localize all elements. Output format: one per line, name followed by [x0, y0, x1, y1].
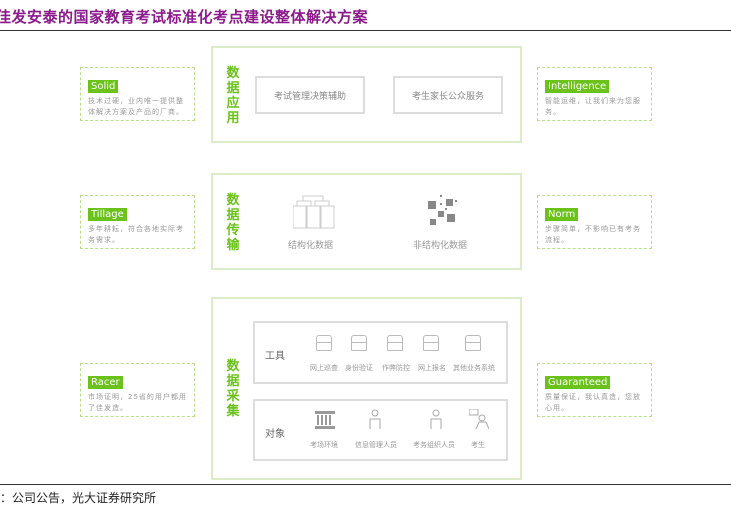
examinee-icon: [469, 409, 489, 430]
online-patrol-icon: [316, 335, 332, 351]
card-racer: Racer 市场证明，25省的用户都用了佳发造。: [80, 363, 195, 417]
divider: [0, 30, 731, 31]
layer-label: 数 据 采 集: [225, 359, 241, 419]
layer-application: 数 据 应 用 考试管理决策辅助 考生家长公众服务: [211, 46, 522, 143]
object-label: 考生: [471, 441, 485, 449]
tool-label: 作弊防控: [382, 364, 410, 372]
label-char: 数: [226, 66, 240, 81]
label-char: 据: [226, 81, 240, 96]
card-intelligence: Intelligence 智能运维，让我们来为您服务。: [537, 67, 652, 121]
decision-support-box: 考试管理决策辅助: [255, 76, 365, 114]
source-note: ：公司公告，光大证券研究所: [0, 491, 157, 505]
public-service-box: 考生家长公众服务: [393, 76, 503, 114]
tools-label: 工具: [265, 351, 285, 362]
card-desc: 市场证明，25省的用户都用了佳发造。: [88, 393, 187, 412]
label-char: 传: [226, 223, 240, 238]
layer-collection: 数 据 采 集 工具 网上巡查 身份验证 作弊防控 网上报名 其他业务系统 对象…: [211, 297, 522, 480]
card-desc: 步骤简单，不影响已有考务流程。: [545, 225, 641, 244]
tools-panel: 工具 网上巡查 身份验证 作弊防控 网上报名 其他业务系统: [253, 321, 508, 384]
card-tag: Solid: [88, 80, 119, 93]
label-char: 据: [226, 374, 240, 389]
card-tag: Norm: [545, 208, 579, 221]
tool-label: 网上报名: [418, 364, 446, 372]
card-desc: 多年耕耘，符合各地实际考务需求。: [88, 225, 184, 244]
objects-panel: 对象 考场环境 信息管理人员 考务组织人员 考生: [253, 399, 508, 461]
label-char: 据: [226, 208, 240, 223]
tool-label: 身份验证: [345, 364, 373, 372]
layer-transmission: 数 据 传 输 结构化数据 非结构化数据: [211, 173, 522, 270]
layer-label: 数 据 应 用: [225, 66, 241, 126]
structured-data-label: 结构化数据: [288, 241, 334, 251]
card-tag: Racer: [88, 376, 123, 389]
card-tag: Guaranteed: [545, 376, 611, 389]
card-desc: 技术过硬，业内唯一提供整体解决方案及产品的厂商。: [88, 97, 184, 116]
label-char: 数: [226, 359, 240, 374]
divider: [0, 484, 731, 485]
card-tag: Tillage: [88, 208, 127, 221]
card-norm: Norm 步骤简单，不影响已有考务流程。: [537, 195, 652, 249]
card-desc: 质量保证，我认真造，您放心用。: [545, 393, 641, 412]
label-char: 用: [226, 111, 240, 126]
label-char: 采: [226, 389, 240, 404]
objects-label: 对象: [265, 429, 285, 440]
staff-person-icon: [369, 409, 381, 429]
unstructured-data-icon: [428, 195, 457, 225]
tool-label: 网上巡查: [310, 364, 338, 372]
organizer-person-icon: [430, 409, 442, 429]
exam-room-icon: [315, 411, 335, 429]
layer-label: 数 据 传 输: [225, 193, 241, 253]
object-label: 信息管理人员: [355, 441, 397, 449]
card-desc: 智能运维，让我们来为您服务。: [545, 97, 641, 116]
page-title: 佳发安泰的国家教育考试标准化考点建设整体解决方案: [0, 8, 369, 26]
card-solid: Solid 技术过硬，业内唯一提供整体解决方案及产品的厂商。: [80, 67, 195, 121]
other-systems-icon: [465, 335, 481, 351]
card-tillage: Tillage 多年耕耘，符合各地实际考务需求。: [80, 195, 195, 249]
label-char: 集: [226, 404, 240, 419]
label-char: 输: [226, 238, 240, 253]
card-guaranteed: Guaranteed 质量保证，我认真造，您放心用。: [537, 363, 652, 417]
online-register-icon: [423, 335, 439, 351]
label-char: 应: [226, 96, 240, 111]
label-char: 数: [226, 193, 240, 208]
id-verify-icon: [351, 335, 367, 351]
tool-label: 其他业务系统: [453, 364, 495, 372]
structured-data-icon: [293, 195, 335, 229]
object-label: 考场环境: [310, 441, 338, 449]
object-label: 考务组织人员: [413, 441, 455, 449]
card-tag: Intelligence: [545, 80, 610, 93]
anti-cheat-icon: [387, 335, 403, 351]
unstructured-data-label: 非结构化数据: [413, 241, 468, 251]
